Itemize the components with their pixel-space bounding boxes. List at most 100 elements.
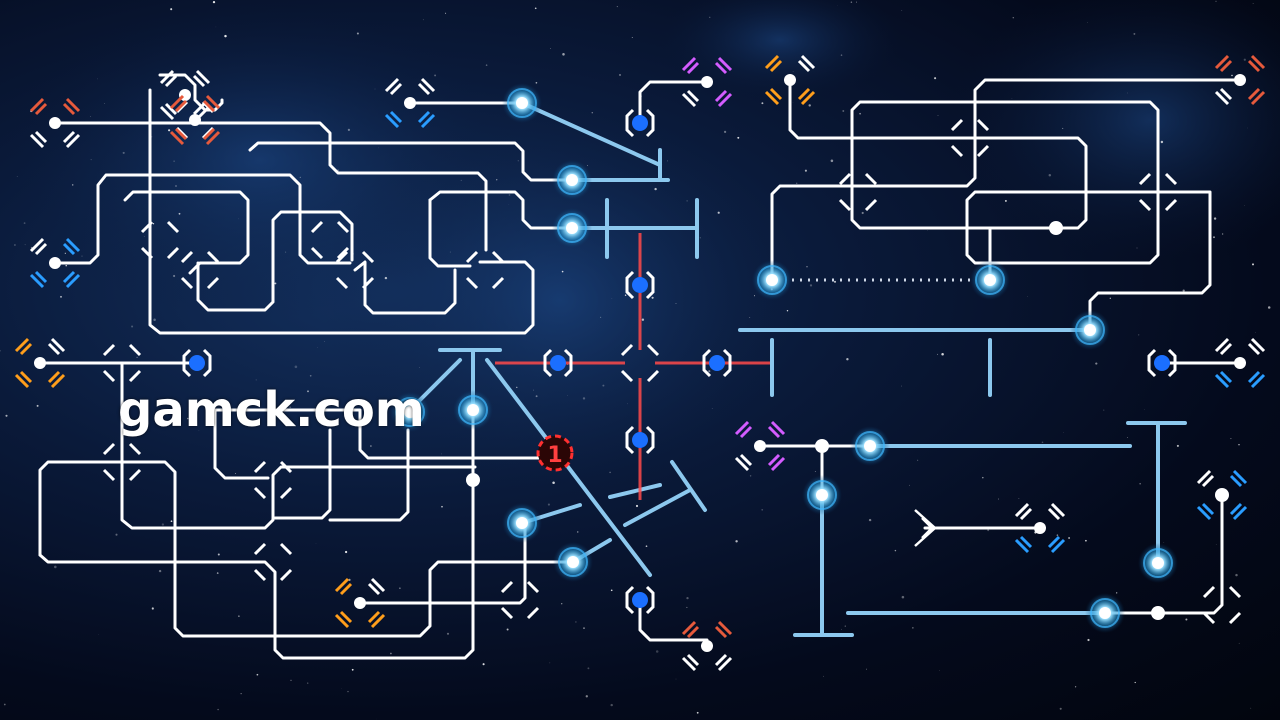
junction-icon xyxy=(253,460,293,500)
star xyxy=(686,606,688,608)
energy-orb-icon[interactable] xyxy=(970,260,1010,300)
star xyxy=(585,695,588,698)
node-icon[interactable] xyxy=(1147,348,1177,378)
star xyxy=(723,130,727,134)
star xyxy=(98,634,100,635)
star xyxy=(122,151,125,154)
junction-icon xyxy=(1138,172,1178,212)
star xyxy=(841,628,843,630)
star xyxy=(547,503,550,506)
star xyxy=(1134,681,1136,684)
emitter-connector-icon[interactable] xyxy=(169,94,221,146)
node-icon[interactable] xyxy=(625,270,655,300)
star xyxy=(1213,217,1217,220)
star xyxy=(347,690,349,693)
emitter-connector-icon[interactable] xyxy=(681,620,733,672)
star xyxy=(894,549,897,552)
star xyxy=(982,476,984,479)
star xyxy=(909,484,910,486)
star xyxy=(307,682,309,684)
star xyxy=(1095,362,1098,365)
energy-orb-icon[interactable] xyxy=(502,83,542,123)
circuit-wires xyxy=(38,73,1242,660)
star xyxy=(901,10,903,11)
energy-orb-icon[interactable] xyxy=(802,475,842,515)
star xyxy=(850,1,853,3)
star xyxy=(561,603,563,605)
emitter-connector-icon[interactable] xyxy=(384,77,436,129)
energy-orb-icon[interactable] xyxy=(552,160,592,200)
node-icon[interactable] xyxy=(625,108,655,138)
star xyxy=(460,179,462,181)
energy-orb-icon[interactable] xyxy=(553,542,593,582)
node-icon[interactable] xyxy=(543,348,573,378)
star xyxy=(104,103,105,104)
star xyxy=(761,102,764,105)
star xyxy=(151,607,154,610)
star xyxy=(217,553,220,556)
emitter-connector-icon[interactable] xyxy=(334,577,386,629)
star xyxy=(508,194,511,196)
emitter-connector-icon[interactable] xyxy=(1214,337,1266,389)
energy-orb-icon[interactable] xyxy=(752,260,792,300)
star xyxy=(347,128,351,132)
star xyxy=(315,542,317,544)
node-layer[interactable] xyxy=(182,108,1177,615)
star xyxy=(1238,642,1240,644)
emitter-connector-icon[interactable] xyxy=(1014,502,1066,554)
star xyxy=(717,211,720,214)
star xyxy=(987,529,990,532)
star xyxy=(624,294,627,296)
node-icon[interactable] xyxy=(625,425,655,455)
star xyxy=(749,475,752,477)
star xyxy=(65,264,67,267)
star xyxy=(561,270,564,273)
emitter-connector-icon[interactable] xyxy=(1214,54,1266,106)
star xyxy=(71,184,74,186)
star xyxy=(619,74,621,76)
star xyxy=(441,505,443,508)
energy-orb-icon[interactable] xyxy=(1085,593,1125,633)
node-icon[interactable] xyxy=(625,585,655,615)
star xyxy=(353,421,355,422)
junction-icon xyxy=(102,442,142,482)
energy-orb-icon[interactable] xyxy=(1070,310,1110,350)
junction-icon xyxy=(1202,585,1242,625)
star xyxy=(1074,686,1077,688)
emitter-connector-icon[interactable] xyxy=(734,420,786,472)
star xyxy=(212,0,216,4)
star xyxy=(1048,173,1052,177)
emitter-connector-icon[interactable] xyxy=(14,337,66,389)
energy-orb-icon[interactable] xyxy=(850,426,890,466)
star xyxy=(941,352,944,356)
node-icon[interactable] xyxy=(702,348,732,378)
star xyxy=(934,77,937,80)
node-icon[interactable] xyxy=(182,348,212,378)
emitter-connector-icon[interactable] xyxy=(764,54,816,106)
energy-orb-icon[interactable] xyxy=(453,390,493,430)
star xyxy=(599,316,602,319)
star xyxy=(5,414,8,417)
emitter-connector-icon[interactable] xyxy=(681,56,733,108)
energy-orb-icon[interactable] xyxy=(502,503,542,543)
star xyxy=(1163,541,1165,543)
star xyxy=(399,587,401,589)
energy-orb-icon[interactable] xyxy=(552,208,592,248)
star xyxy=(591,111,594,114)
orb-layer[interactable] xyxy=(390,83,1178,633)
energy-orb-icon[interactable] xyxy=(1138,543,1178,583)
emitter-connector-icon[interactable] xyxy=(29,97,81,149)
star xyxy=(1185,618,1188,621)
junction-icon xyxy=(620,343,660,383)
star xyxy=(796,182,798,184)
emitter-connector-icon[interactable] xyxy=(29,237,81,289)
move-counter: 1 xyxy=(536,434,574,472)
star xyxy=(290,679,292,681)
energy-orb-icon[interactable] xyxy=(390,392,430,432)
star xyxy=(256,673,259,676)
star xyxy=(294,365,298,369)
star xyxy=(1018,498,1020,499)
star xyxy=(833,280,837,283)
star xyxy=(274,282,277,285)
